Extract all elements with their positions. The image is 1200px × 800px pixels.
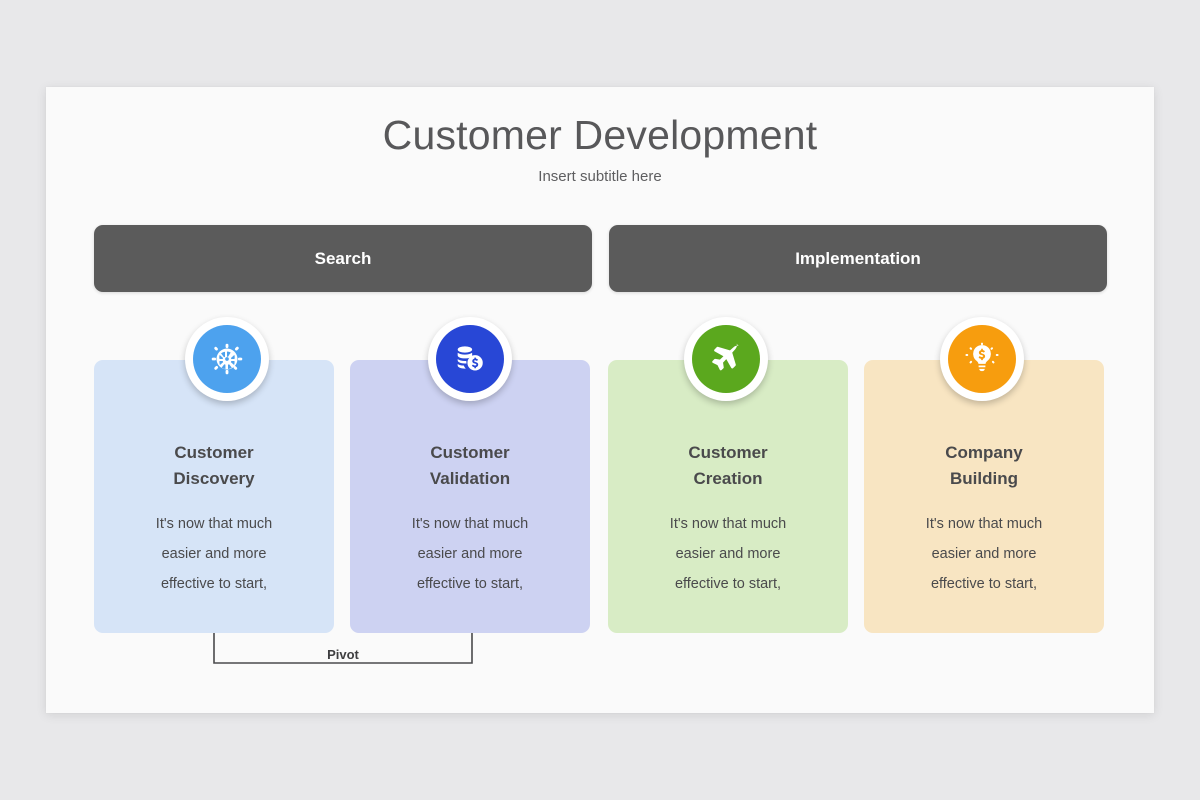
stage-card-customer-discovery[interactable]: Customer Discovery It's now that much ea… [94,360,334,633]
stage-icon-badge-customer-discovery[interactable] [185,317,269,401]
phase-bar-search[interactable]: Search [94,225,592,292]
stage-card-body: It's now that much easier and more effec… [411,515,529,592]
icon-disc [692,325,760,393]
lightbulb-dollar-icon [965,342,999,372]
page-subtitle: Insert subtitle here [538,168,662,185]
stage-card-body: It's now that much easier and more effec… [925,515,1043,592]
icon-disc [193,325,261,393]
pivot-label-text: Pivot [315,647,371,662]
icon-disc [436,325,504,393]
stage-card-title: Company Building [945,443,1023,488]
stage-card-customer-creation[interactable]: Customer Creation It's now that much eas… [608,360,848,633]
ship-wheel-icon [211,343,243,375]
stage-icon-badge-customer-validation[interactable] [428,317,512,401]
money-coins-icon [457,346,483,371]
stage-card-company-building[interactable]: Company Building It's now that much easi… [864,360,1104,633]
stage-card-body: It's now that much easier and more effec… [155,515,273,592]
phase-bar-implementation[interactable]: Implementation [609,225,1107,292]
stage-card-title: Customer Creation [688,443,768,488]
presentation-slide: Customer Development Insert subtitle her… [46,87,1154,713]
pivot-bracket [213,633,473,665]
airplane-icon [712,343,740,371]
phase-bar-label: Search [314,248,372,268]
stage-icon-badge-company-building[interactable] [940,317,1024,401]
stage-icon-badge-customer-creation[interactable] [684,317,768,401]
stage-card-customer-validation[interactable]: Customer Validation It's now that much e… [350,360,590,633]
stage-card-title: Customer Discovery [173,443,255,488]
icon-disc [948,325,1016,393]
stage-card-title: Customer Validation [429,443,511,488]
phase-bar-label: Implementation [795,248,921,268]
stage-card-body: It's now that much easier and more effec… [669,515,787,592]
page-title: Customer Development [382,112,818,158]
pivot-label: Pivot [213,647,473,662]
